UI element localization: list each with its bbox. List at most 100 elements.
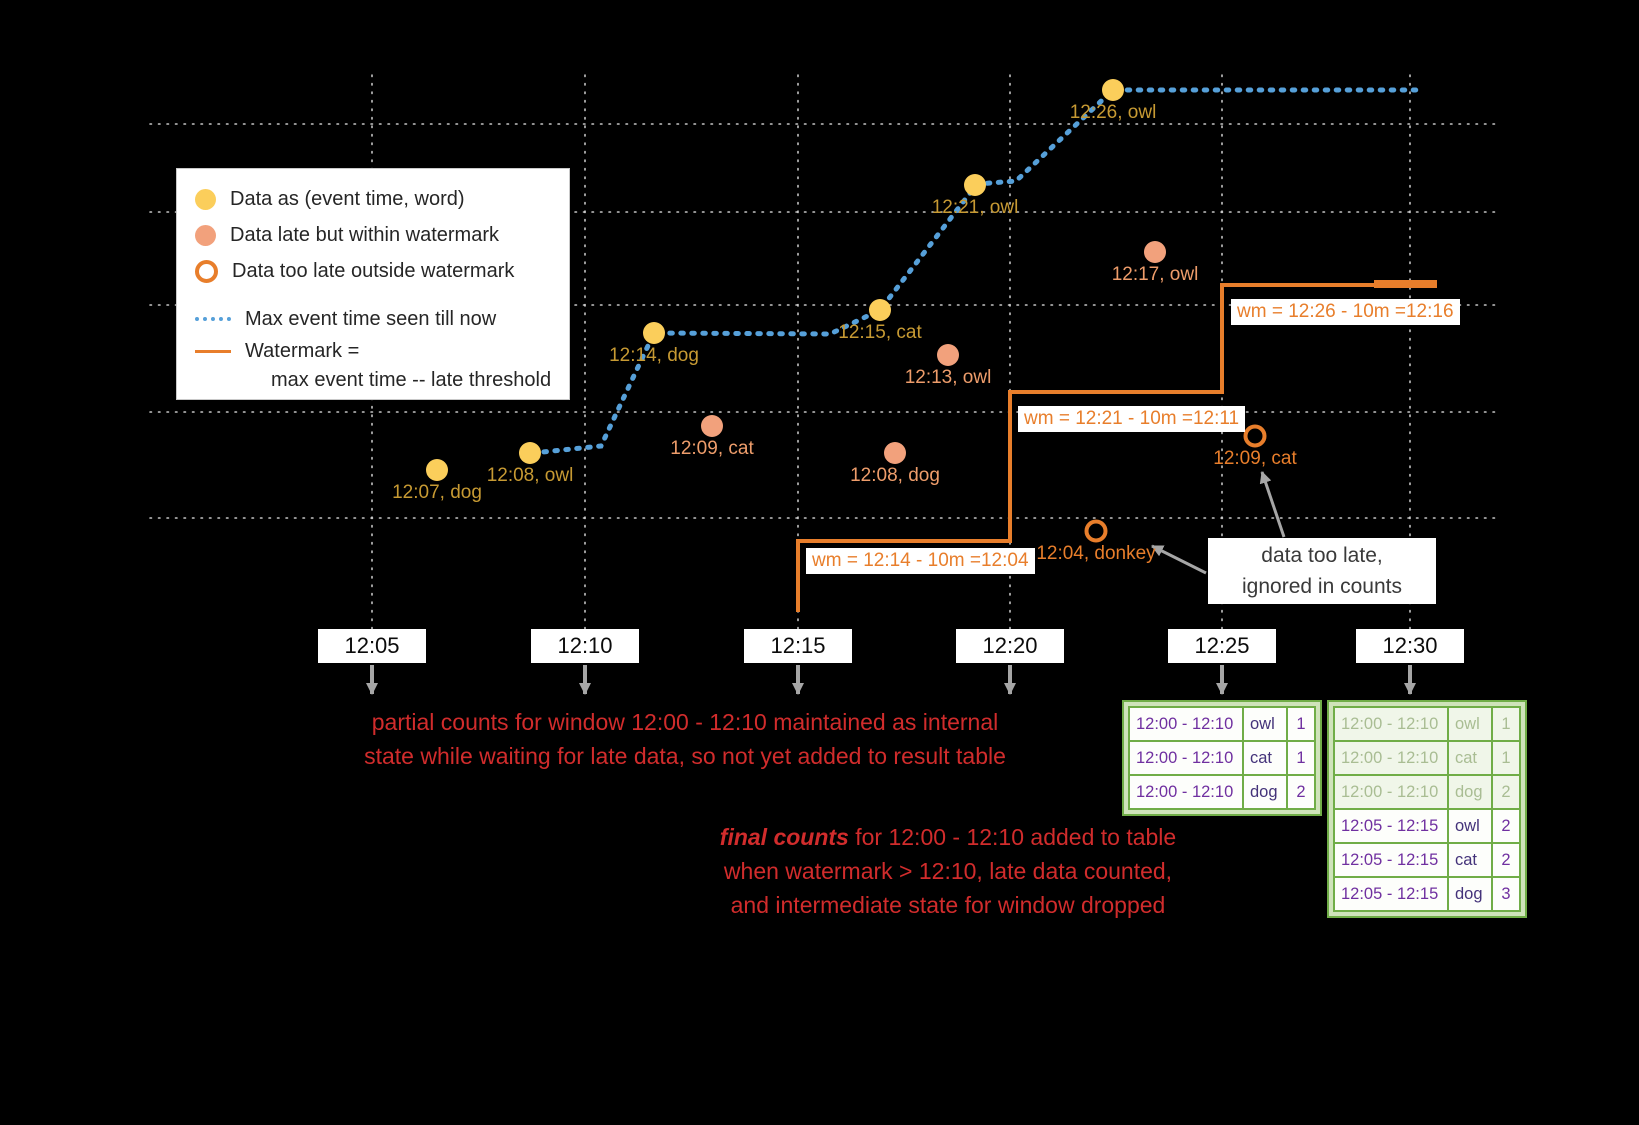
cell-count: 2 <box>1491 774 1521 810</box>
callout-arrow-icon <box>1151 544 1207 575</box>
data-point-1226-owl <box>1102 79 1124 101</box>
callout-arrow-icon <box>1259 471 1286 538</box>
cell-word: dog <box>1242 774 1288 810</box>
max-event-time-line-icon <box>195 317 231 321</box>
cell-window: 12:00 - 12:10 <box>1128 706 1244 742</box>
cell-window: 12:05 - 12:15 <box>1333 876 1449 912</box>
cell-word: owl <box>1447 706 1493 742</box>
data-point-label: 12:09, cat <box>1213 448 1297 469</box>
cell-window: 12:00 - 12:10 <box>1128 774 1244 810</box>
cell-window: 12:00 - 12:10 <box>1333 706 1449 742</box>
annotation-partial-counts: partial counts for window 12:00 - 12:10 … <box>320 705 1050 773</box>
data-point-label: 12:15, cat <box>838 322 922 343</box>
legend-item-max-event-time: Max event time seen till now <box>195 301 569 337</box>
data-point-label: 12:08, dog <box>850 465 940 486</box>
cell-count: 1 <box>1286 706 1316 742</box>
data-point-label: 12:21, owl <box>931 197 1019 218</box>
legend-label: Data too late outside watermark <box>232 259 515 282</box>
time-tick-1220: 12:20 <box>956 629 1064 663</box>
time-tick-1215: 12:15 <box>744 629 852 663</box>
time-tick-1225: 12:25 <box>1168 629 1276 663</box>
data-point-label: 12:13, owl <box>904 367 992 388</box>
watermark-line-icon <box>195 350 231 353</box>
cell-word: cat <box>1242 740 1288 776</box>
annotation-line: state while waiting for late data, so no… <box>364 743 1006 769</box>
cell-window: 12:00 - 12:10 <box>1333 774 1449 810</box>
cell-window: 12:00 - 12:10 <box>1128 740 1244 776</box>
legend-item-late: Data late but within watermark <box>195 217 569 253</box>
legend-item-on-time: Data as (event time, word) <box>195 181 569 217</box>
cell-window: 12:05 - 12:15 <box>1333 808 1449 844</box>
data-point-label: 12:07, dog <box>392 482 482 503</box>
data-point-1204-donkey <box>1084 519 1108 543</box>
annotation-line: and intermediate state for window droppe… <box>730 892 1166 918</box>
watermark-label-line2: max event time -- late threshold <box>271 369 552 391</box>
data-point-1215-cat <box>869 299 891 321</box>
watermark-step-line <box>796 283 1437 612</box>
data-point-label: 12:17, owl <box>1111 264 1199 285</box>
cell-word: owl <box>1242 706 1288 742</box>
cell-count: 1 <box>1491 706 1521 742</box>
callout-line: data too late, <box>1261 544 1383 567</box>
data-point-label: 12:09, cat <box>670 438 754 459</box>
cell-count: 3 <box>1491 876 1521 912</box>
time-tick-1230: 12:30 <box>1356 629 1464 663</box>
data-point-1221-owl <box>964 174 986 196</box>
cell-count: 2 <box>1286 774 1316 810</box>
legend-label: Watermark = max event time -- late thres… <box>245 337 551 395</box>
annotation-line: final counts for 12:00 - 12:10 added to … <box>688 820 1208 854</box>
data-point-1209-cat <box>1243 424 1267 448</box>
cell-word: owl <box>1447 808 1493 844</box>
data-point-label: 12:14, dog <box>609 345 699 366</box>
time-tick-1210: 12:10 <box>531 629 639 663</box>
callout-line: ignored in counts <box>1242 575 1402 598</box>
cell-window: 12:05 - 12:15 <box>1333 842 1449 878</box>
annotation-line-rest: for 12:00 - 12:10 added to table <box>848 824 1177 850</box>
cell-word: cat <box>1447 740 1493 776</box>
data-point-1209-cat <box>701 415 723 437</box>
watermark-value-label: wm = 12:14 - 10m =12:04 <box>806 548 1035 574</box>
on-time-dot-icon <box>195 188 216 210</box>
data-point-1208-owl <box>519 442 541 464</box>
cell-count: 1 <box>1491 740 1521 776</box>
legend: Data as (event time, word) Data late but… <box>176 168 570 400</box>
annotation-final-counts: final counts for 12:00 - 12:10 added to … <box>688 820 1208 922</box>
data-point-1208-dog <box>884 442 906 464</box>
time-tick-1205: 12:05 <box>318 629 426 663</box>
too-late-ring-icon <box>195 259 218 283</box>
data-point-1213-owl <box>937 344 959 366</box>
cell-count: 1 <box>1286 740 1316 776</box>
final-counts-emphasis: final counts <box>719 824 849 850</box>
too-late-callout: data too late, ignored in counts <box>1208 538 1436 604</box>
watermark-value-label: wm = 12:26 - 10m =12:16 <box>1231 299 1460 325</box>
legend-label: Data late but within watermark <box>230 223 500 246</box>
data-point-1207-dog <box>426 459 448 481</box>
data-point-label: 12:26, owl <box>1069 102 1157 123</box>
max-event-time-line <box>530 87 1423 456</box>
annotation-line: when watermark > 12:10, late data counte… <box>723 858 1173 884</box>
cell-word: dog <box>1447 876 1493 912</box>
cell-count: 2 <box>1491 808 1521 844</box>
cell-window: 12:00 - 12:10 <box>1333 740 1449 776</box>
late-dot-icon <box>195 224 216 246</box>
watermark-value-label: wm = 12:21 - 10m =12:11 <box>1018 406 1246 432</box>
data-point-label: 12:08, owl <box>486 465 574 486</box>
cell-word: cat <box>1447 842 1493 878</box>
legend-item-watermark: Watermark = max event time -- late thres… <box>195 337 569 395</box>
legend-label: Max event time seen till now <box>245 307 497 330</box>
annotation-line: partial counts for window 12:00 - 12:10 … <box>371 709 999 735</box>
